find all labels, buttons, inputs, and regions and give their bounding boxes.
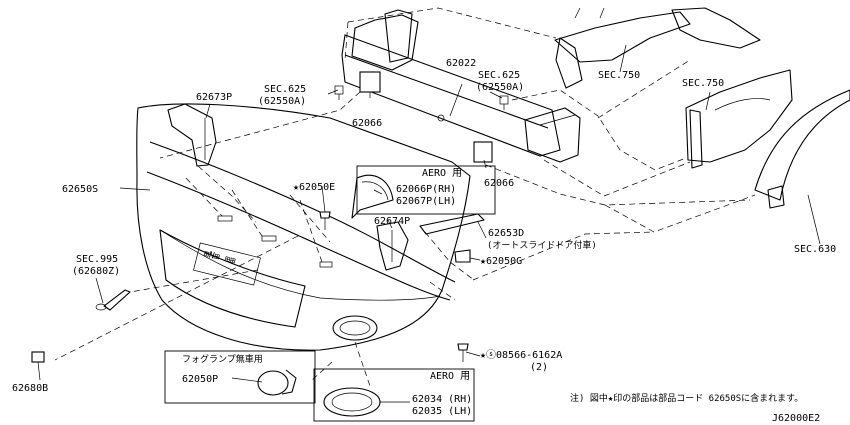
bolt-08566 <box>457 343 469 362</box>
side-bracket-left <box>167 103 217 167</box>
tow-hook <box>95 289 131 311</box>
bolt-left <box>334 85 344 100</box>
label-62674P: 62674P <box>374 216 410 227</box>
label-62653D-note: (オートスライドドア付車) <box>487 239 597 251</box>
label-62673P: 62673P <box>196 92 232 103</box>
aero-side-piece <box>351 174 394 219</box>
label-62050E: ★62050E <box>293 182 335 193</box>
label-62034: 62034 (RH) <box>412 394 472 405</box>
label-62067P: 62067P(LH) <box>396 196 456 207</box>
label-62022: 62022 <box>446 58 476 69</box>
aero-box-bottom <box>313 368 475 422</box>
label-sec630: SEC.630 <box>794 244 836 255</box>
clip-62050E <box>319 211 331 230</box>
label-sec625-right-a: SEC.625 <box>478 70 520 81</box>
fog-cover <box>257 369 297 396</box>
molding-strip <box>419 213 485 235</box>
bumper-reinforcement <box>341 9 581 163</box>
side-member-top <box>554 7 761 89</box>
label-bolt-08566-a: ★ⓢ08566-6162A <box>480 349 562 361</box>
label-62653D: 62653D <box>488 228 524 239</box>
front-fender <box>754 89 850 209</box>
aero-box-top <box>356 165 496 215</box>
label-aero-box2-title: AERO 用 <box>430 371 470 382</box>
diagram-code: J62000E2 <box>772 413 820 424</box>
side-panel-right <box>685 69 793 169</box>
label-62050G: ★62050G <box>480 256 522 267</box>
label-aero-box1-title: AERO 用 <box>422 168 462 179</box>
label-sec995-b: (62680Z) <box>72 266 120 277</box>
dashed-relation-lines <box>54 7 756 387</box>
label-62066-right: 62066 <box>484 178 514 189</box>
label-bolt-08566-b: (2) <box>530 362 548 373</box>
footnote: 注) 図中★印の部品は部品コード 62650Sに含まれます。 <box>570 392 803 404</box>
label-sec995-a: SEC.995 <box>76 254 118 265</box>
label-fog-box-title: フォグランプ無車用 <box>182 353 263 365</box>
label-62650S: 62650S <box>62 184 98 195</box>
label-sec625-left-b: (62550A) <box>258 96 306 107</box>
label-62035: 62035 (LH) <box>412 406 472 417</box>
leader-lines <box>37 44 821 403</box>
label-sec750-right: SEC.750 <box>682 78 724 89</box>
label-sec750-top: SEC.750 <box>598 70 640 81</box>
label-62050P: 62050P <box>182 374 218 385</box>
front-bumper-fascia: ⊞N⊞ ⊞⊞ <box>136 103 471 351</box>
tow-hook-cap <box>31 351 45 363</box>
label-62066P: 62066P(RH) <box>396 184 456 195</box>
fog-bezel <box>323 387 381 417</box>
side-bracket-right <box>376 221 409 271</box>
label-sec625-left-a: SEC.625 <box>264 84 306 95</box>
bolt-right <box>499 95 509 110</box>
label-62066-left: 62066 <box>352 118 382 129</box>
absorber-right <box>473 141 493 163</box>
clip-62050G <box>454 249 471 263</box>
absorber-left <box>359 71 381 93</box>
label-62680B: 62680B <box>12 383 48 394</box>
label-sec625-right-b: (62550A) <box>476 82 524 93</box>
